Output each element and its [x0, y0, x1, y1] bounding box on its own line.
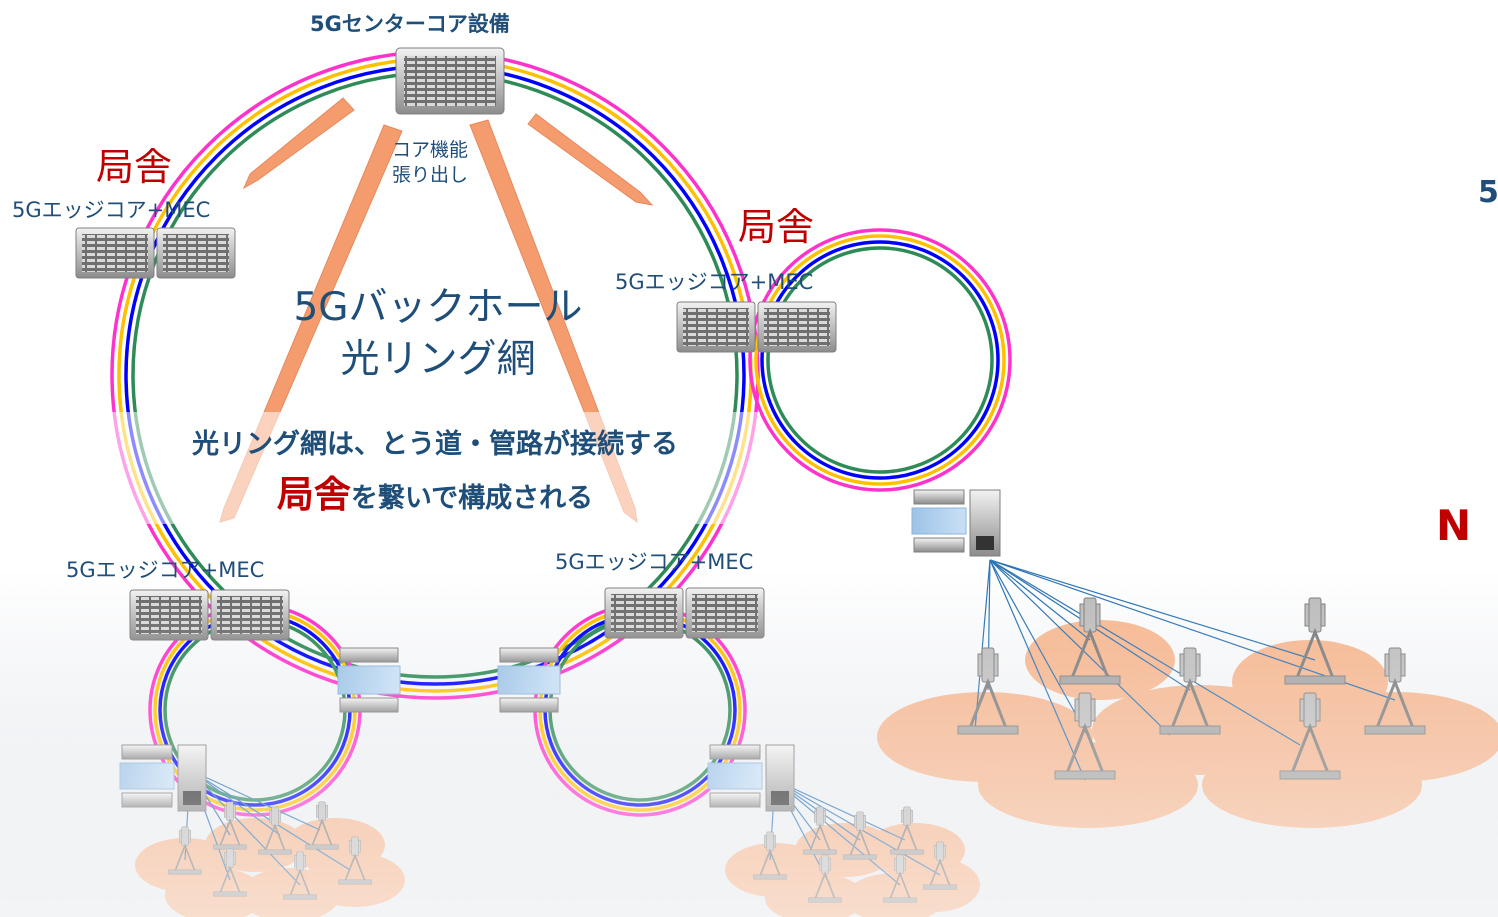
server-rack-icon — [676, 301, 756, 353]
server-rack-icon — [757, 301, 837, 353]
cut-off-label-2: N — [1436, 501, 1472, 550]
edge-label-bottom-left: 5Gエッジコア+MEC — [66, 558, 265, 582]
ring-caption: 光リング網は、とう道・管路が接続する 局舎を繋いで構成される — [130, 424, 740, 523]
ring-title: 5Gバックホール 光リング網 — [293, 285, 583, 382]
caption-red-word: 局舎 — [276, 472, 351, 516]
caption-band — [110, 412, 760, 524]
edge-label-top-left: 5Gエッジコア+MEC — [12, 198, 211, 222]
office-label-left: 局舎 — [96, 145, 173, 189]
arrow-icon — [527, 113, 654, 206]
server-rack-icon — [156, 227, 236, 279]
arrow-icon — [242, 97, 355, 190]
office-label-right: 局舎 — [738, 205, 815, 249]
router-icon — [911, 489, 1001, 557]
core-function-label: コア機能 張り出し — [392, 139, 469, 186]
server-rack-icon — [75, 227, 155, 279]
core-title: 5Gセンターコア設備 — [310, 12, 510, 36]
caption-line-2: 局舎を繋いで構成される — [130, 466, 740, 523]
cut-off-label-1: 5 — [1478, 175, 1498, 210]
edge-label-right: 5Gエッジコア+MEC — [615, 270, 814, 294]
caption-line-1: 光リング網は、とう道・管路が接続する — [192, 429, 678, 460]
right-sub-ring — [748, 228, 1012, 492]
floor-fade — [0, 600, 1498, 917]
edge-label-bottom-right: 5Gエッジコア+MEC — [555, 550, 754, 574]
server-rack-icon — [395, 47, 505, 115]
caption-rest: を繋いで構成される — [350, 482, 594, 514]
